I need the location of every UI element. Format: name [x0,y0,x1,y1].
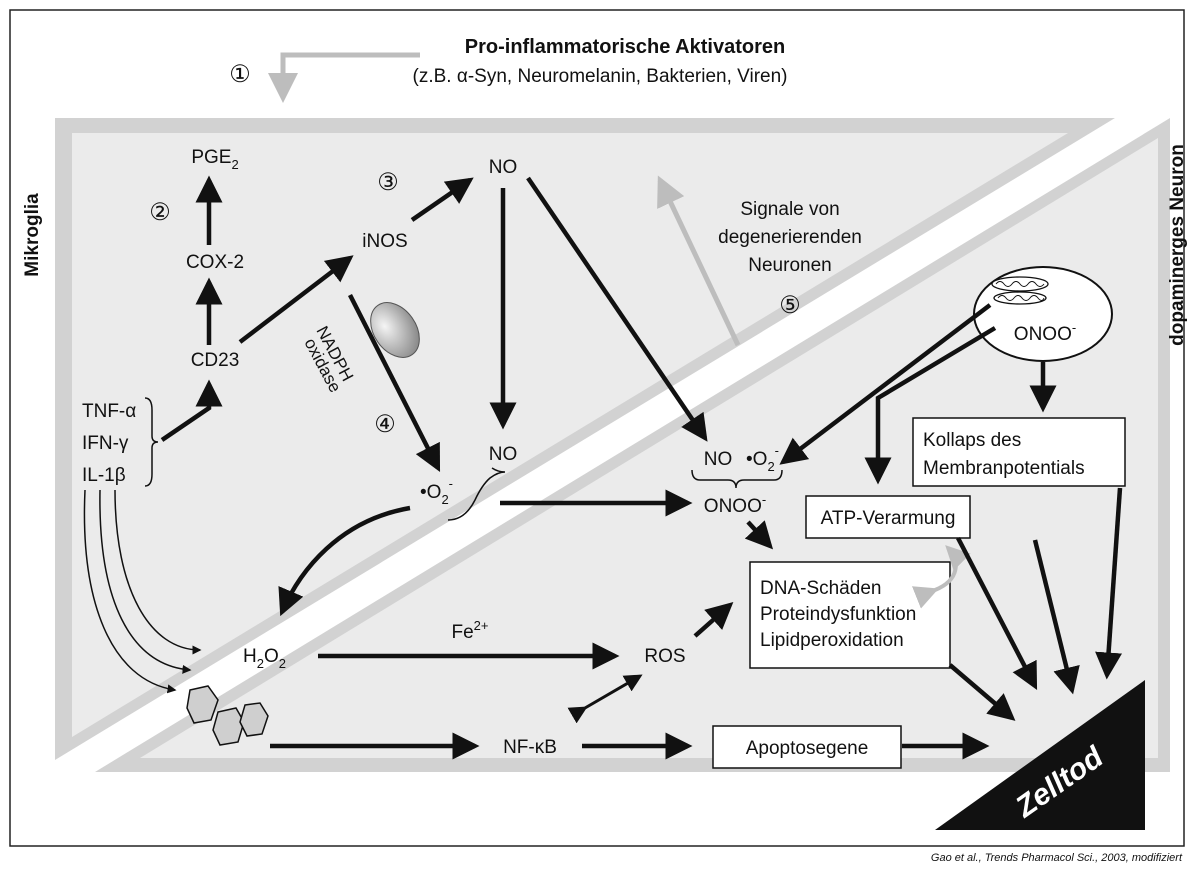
mitochondrion-icon [991,276,1049,305]
atp-box [805,495,971,539]
step-5-marker: ⑤ [779,292,801,319]
arrow-superoxide-h2o2 [278,505,411,617]
arrow-no-to-pair [526,176,708,442]
arrow-kollaps-zelltod [1095,487,1123,680]
kollaps-line-1: Kollaps des [923,430,1021,451]
arrow-cd23-inos [238,255,354,344]
arrow-ros-damage [693,602,734,638]
damage-line-2: Proteindysfunktion [760,604,916,625]
signals-line-2: degenerierenden [718,227,862,248]
nfkb-node: NF-κB [503,737,557,758]
activators-title: Pro-inflammatorische Aktivatoren [465,36,785,58]
receptor-2 [212,707,245,746]
cytokine-line-2 [99,489,192,674]
zelltod-triangle [935,680,1145,830]
arrow-ros-nfkb [567,674,643,724]
damage-line-1: DNA-Schäden [760,578,881,599]
il1-beta-node: IL-1β [82,465,126,486]
step-1-marker: ① [229,61,251,88]
receptor-3 [239,702,269,737]
arrow-atp-damage [911,545,971,609]
mito-onoo-node: ONOO- [1014,320,1076,345]
atp-label: ATP-Verarmung [821,508,956,529]
no-mid-node: NO [489,444,518,465]
cytokine-line-3 [114,489,202,655]
nadph-oxidase-enzyme [370,302,420,358]
inos-node: iNOS [362,231,407,252]
cox2-node: COX-2 [186,252,244,273]
step-4-marker: ④ [374,411,396,438]
arrow-damage-zelltod [948,663,1016,721]
step-3-marker: ③ [377,169,399,196]
cytokine-line-1 [83,489,177,694]
superoxide-node: •O2- [420,476,453,507]
superoxide-brace [447,467,506,521]
arrow-cytokines-cd23 [160,379,223,442]
arrow-nadph-superoxide [347,293,441,473]
ifn-gamma-node: IFN-γ [82,433,129,454]
cytokine-brace [144,397,159,487]
apoptose-box [712,725,902,769]
arrow-atp-zelltod [956,536,1038,690]
damage-line-3: Lipidperoxidation [760,630,904,651]
pair-brace [691,469,783,489]
activator-arrow [268,52,420,103]
arrow-mito-atp [864,326,997,485]
pge2-node: PGE2 [191,147,238,172]
activators-subtitle: (z.B. α-Syn, Neuromelanin, Bakterien, Vi… [413,66,788,87]
citation: Gao et al., Trends Pharmacol Sci., 2003,… [931,852,1183,864]
arrow-mito-pair [779,303,992,465]
pair-superoxide-node: •O2- [746,443,779,474]
arrow-neuron-signals [657,175,741,347]
onoo-node: ONOO- [704,492,766,517]
neuron-label: dopaminerges Neuron [1167,144,1188,346]
kollaps-box [912,417,1126,487]
fe-label: Fe2+ [451,618,488,643]
microglia-label: Mikroglia [22,193,43,277]
signals-line-3: Neuronen [748,255,831,276]
apoptose-label: Apoptosegene [746,738,869,759]
h2o2-node: H2O2 [243,646,286,671]
kollaps-line-2: Membranpotentials [923,458,1085,479]
signals-line-1: Signale von [740,199,839,220]
receptor-1 [186,685,219,724]
ros-node: ROS [644,646,685,667]
no-top-node: NO [489,157,518,178]
step-2-marker: ② [149,199,171,226]
arrow-onoo-damage [744,520,774,550]
arrow-inos-no [410,177,474,222]
cd23-node: CD23 [191,350,240,371]
arrow-membrane-zelltod [1032,539,1080,695]
pair-no-node: NO [704,449,733,470]
microglia-panel [72,133,1068,737]
tnf-alpha-node: TNF-α [82,401,136,422]
